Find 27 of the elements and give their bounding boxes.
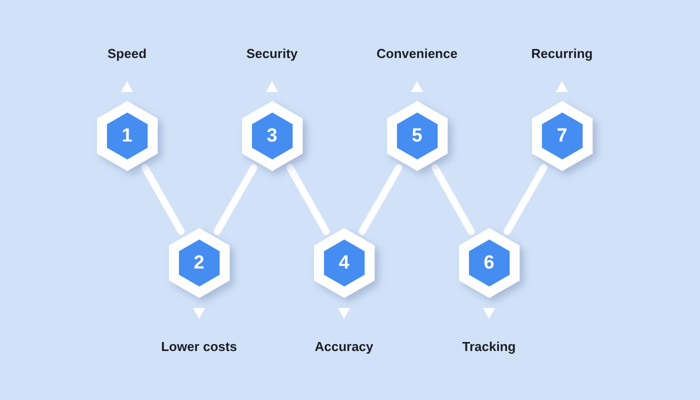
hexagon-node	[386, 101, 448, 171]
hexagon-node	[168, 228, 230, 298]
connector-line	[286, 164, 330, 235]
step-number: 4	[338, 254, 350, 272]
hexagon-node	[532, 101, 592, 171]
connector-line	[504, 164, 548, 236]
step-number: 3	[266, 126, 278, 146]
connector-line	[358, 164, 402, 236]
step-label: Speed	[108, 46, 146, 62]
hexagon-node	[96, 101, 158, 171]
step-label: Security	[246, 46, 298, 62]
connector-line	[141, 164, 185, 235]
step-label: Convenience	[376, 46, 458, 62]
step-number: 2	[194, 254, 204, 272]
connector-line	[431, 164, 475, 235]
step-label: Accuracy	[314, 339, 374, 355]
step-number: 6	[484, 254, 494, 272]
hexagon-node	[242, 101, 302, 171]
step-label: Tracking	[462, 339, 516, 355]
hexagon-node	[458, 228, 520, 298]
step-number: 5	[412, 126, 422, 146]
step-label: Recurring	[531, 46, 593, 62]
hexagon-node	[314, 228, 374, 298]
step-number: 7	[556, 126, 568, 146]
step-number: 1	[122, 126, 132, 146]
step-label: Lower costs	[161, 339, 237, 355]
connector-line	[214, 164, 258, 236]
